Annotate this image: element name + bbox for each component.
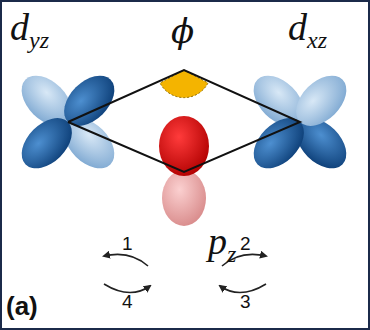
- orbital-label: dyz: [10, 8, 49, 52]
- angle-wedge: [160, 70, 208, 98]
- orbital-label: pz: [208, 222, 236, 266]
- orbital-label: dxz: [288, 8, 327, 52]
- callout-number: 2: [240, 234, 251, 253]
- panel-tag: (a): [6, 293, 38, 319]
- callout-number: 3: [240, 292, 251, 311]
- callout-number: 1: [122, 234, 133, 253]
- angle-label: ϕ: [171, 14, 194, 48]
- hop-arrow: [104, 254, 148, 266]
- callout-number: 4: [122, 292, 133, 311]
- geometry-lines: [68, 70, 300, 172]
